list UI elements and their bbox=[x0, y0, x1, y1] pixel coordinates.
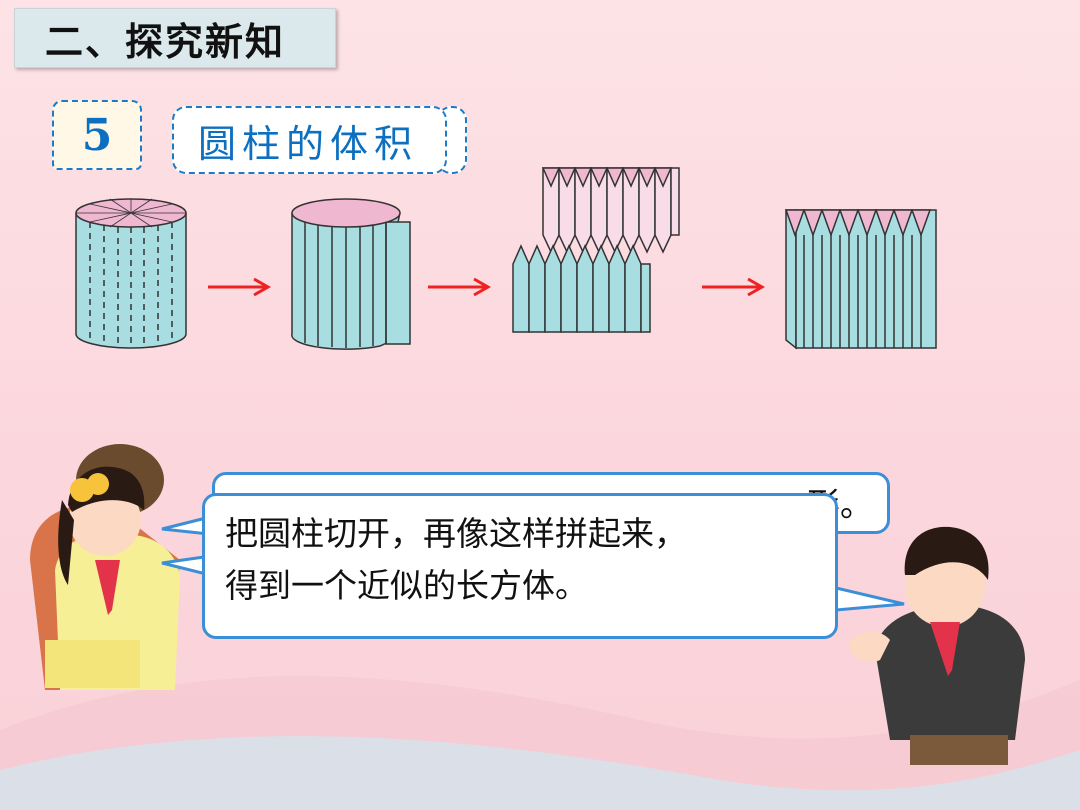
opened-cylinder bbox=[291, 198, 411, 350]
cylinder-transform-diagram bbox=[75, 167, 937, 350]
section-title: 二、探究新知 bbox=[14, 8, 336, 68]
split-halves bbox=[512, 167, 680, 333]
sliced-cylinder bbox=[75, 198, 187, 349]
bubble-line-1: 把圆柱切开，再像这样拼起来， bbox=[225, 514, 687, 553]
speech-bubble-front: 把圆柱切开，再像这样拼起来， 得到一个近似的长方体。 bbox=[202, 493, 838, 639]
bubble-pointer-right bbox=[836, 586, 905, 612]
background-wave bbox=[0, 676, 1080, 810]
approx-cuboid bbox=[784, 209, 937, 350]
bubble-line-2: 得到一个近似的长方体。 bbox=[225, 566, 588, 605]
example-title: 圆柱的体积 bbox=[172, 106, 447, 174]
example-number: 5 bbox=[52, 100, 142, 170]
